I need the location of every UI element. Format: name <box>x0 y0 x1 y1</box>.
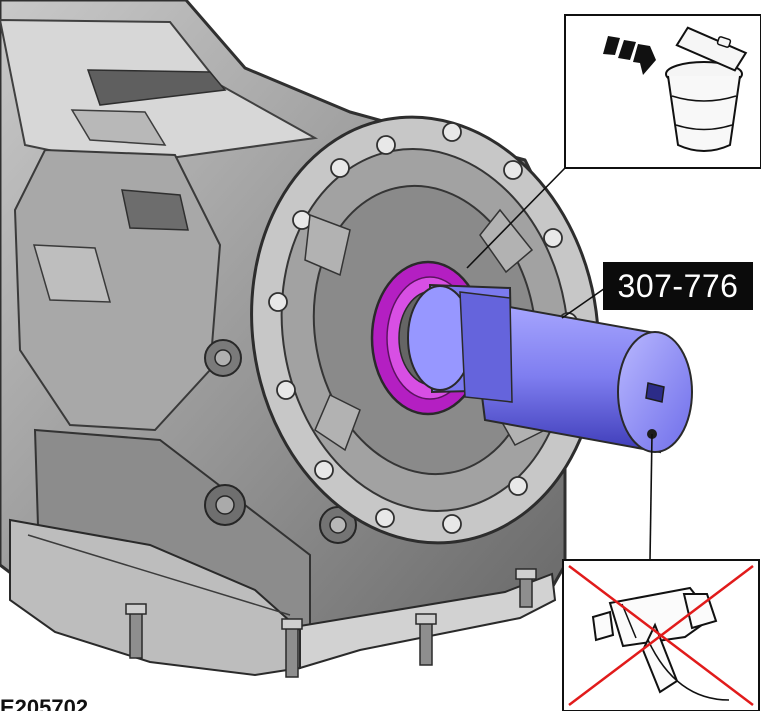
figure-identifier: E205702 <box>0 695 89 711</box>
tool-number-label: 307-776 <box>603 262 753 310</box>
pan-bolt <box>281 618 303 678</box>
trash-can-icon <box>603 26 748 152</box>
prohibited-tool-panel <box>562 559 760 711</box>
pan-bolt <box>515 568 537 608</box>
prohibition-cross <box>568 565 754 706</box>
callout-lines <box>466 167 653 561</box>
discard-icon-panel <box>564 14 761 169</box>
pan-bolt <box>415 613 437 666</box>
seal-installer-tool <box>407 283 693 454</box>
pan-bolt <box>125 603 147 659</box>
